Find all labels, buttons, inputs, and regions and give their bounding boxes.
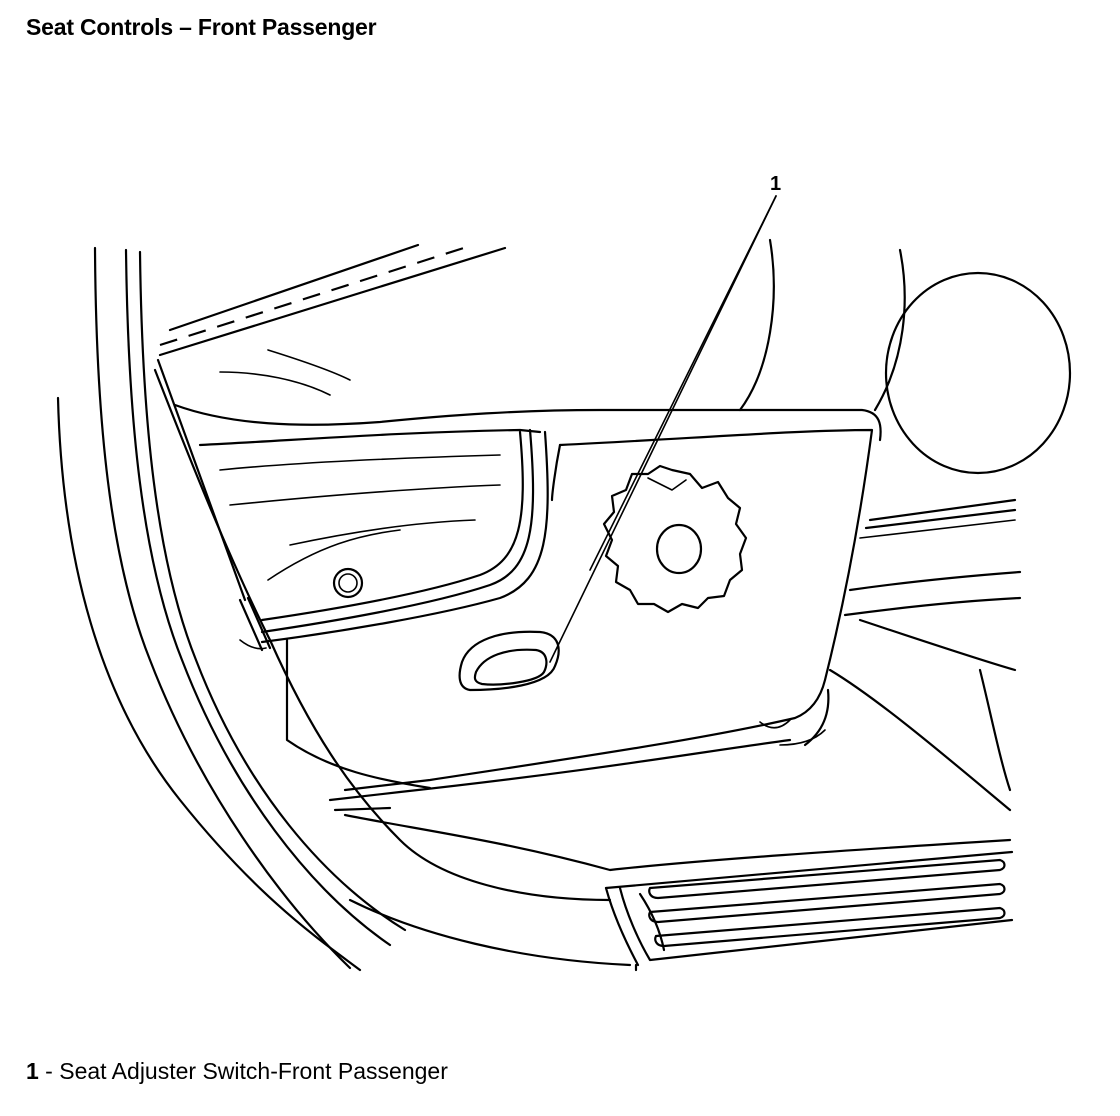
recline-knob [602,464,748,614]
floor-rails [779,498,1022,812]
page-title: Seat Controls – Front Passenger [26,14,377,40]
dashed-edge [158,243,507,357]
legend-description: Seat Adjuster Switch-Front Passenger [59,1058,448,1084]
callout-leader: 1 [549,173,781,663]
pillar-clip [238,596,272,652]
step-plate [604,850,1014,972]
legend-separator: - [38,1058,60,1084]
seat-adjuster-switch [458,630,560,692]
door-frame [56,246,612,972]
callout-number-1: 1 [770,173,781,195]
seat-contours [173,349,882,644]
seat-back [738,238,1072,475]
legend-number: 1 [26,1058,39,1084]
lower-sill [328,738,1012,967]
side-trim-panel [285,428,874,792]
legend-item-1: 1 - Seat Adjuster Switch-Front Passenger [26,1058,448,1085]
